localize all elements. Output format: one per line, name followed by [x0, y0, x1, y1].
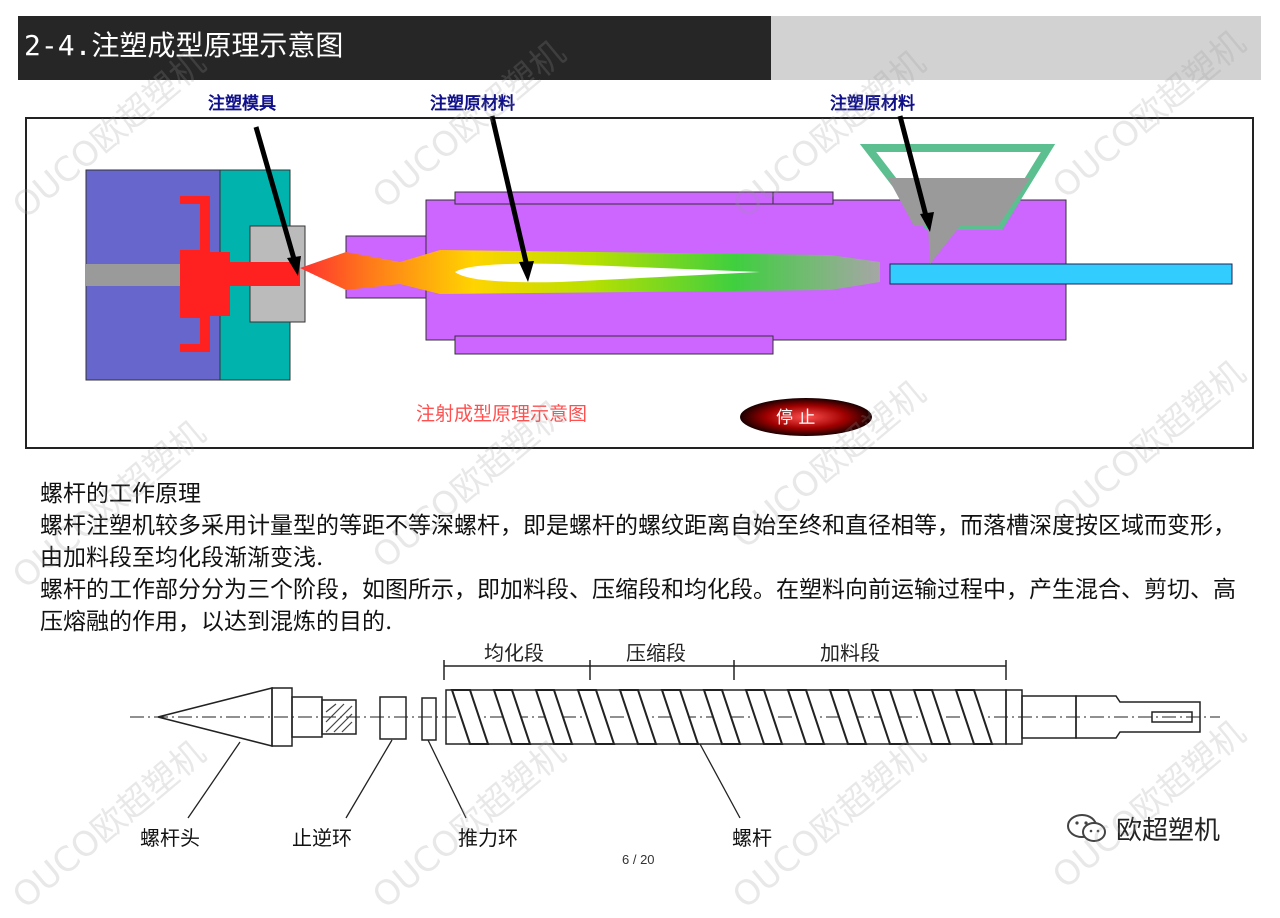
label-thrust-ring: 推力环	[458, 826, 518, 850]
label-check-ring: 止逆环	[292, 826, 352, 850]
diagram-caption: 注射成型原理示意图	[416, 403, 587, 425]
section-heading: 螺杆的工作原理	[40, 481, 201, 507]
injection-molding-diagram: 注射成型原理示意图 停 止	[25, 115, 1254, 449]
screw-shaft	[889, 263, 1233, 285]
brand-mark: 欧超塑机	[1066, 808, 1220, 848]
stop-button-label: 停 止	[776, 408, 815, 428]
callout-material-hopper: 注塑原材料	[830, 94, 915, 114]
paragraph-1: 螺杆注塑机较多采用计量型的等距不等深螺杆，即是螺杆的螺纹距离自始至终和直径相等，…	[40, 513, 1236, 571]
runner-melt	[200, 262, 300, 286]
page-number: 6 / 20	[622, 852, 655, 867]
zone-feeding: 加料段	[820, 641, 880, 665]
zone-compression: 压缩段	[626, 641, 686, 665]
label-screw-head: 螺杆头	[140, 826, 200, 850]
wechat-icon	[1067, 814, 1106, 842]
title-bar-accent	[771, 16, 1261, 80]
body-text: 螺杆的工作原理 螺杆注塑机较多采用计量型的等距不等深螺杆，即是螺杆的螺纹距离自始…	[40, 478, 1240, 638]
stop-button	[740, 398, 872, 436]
page-title: 2-4.注塑成型原理示意图	[24, 29, 344, 62]
screw-diagram: 均化段 压缩段 加料段	[130, 641, 1220, 819]
callout-mold: 注塑模具	[208, 94, 276, 114]
brand-name: 欧超塑机	[1116, 815, 1221, 846]
label-screw: 螺杆	[732, 826, 772, 850]
zone-metering: 均化段	[484, 641, 544, 665]
callout-material: 注塑原材料	[430, 94, 515, 114]
paragraph-2: 螺杆的工作部分分为三个阶段，如图所示，即加料段、压缩段和均化段。在塑料向前运输过…	[40, 577, 1236, 635]
title-bar	[18, 16, 771, 80]
